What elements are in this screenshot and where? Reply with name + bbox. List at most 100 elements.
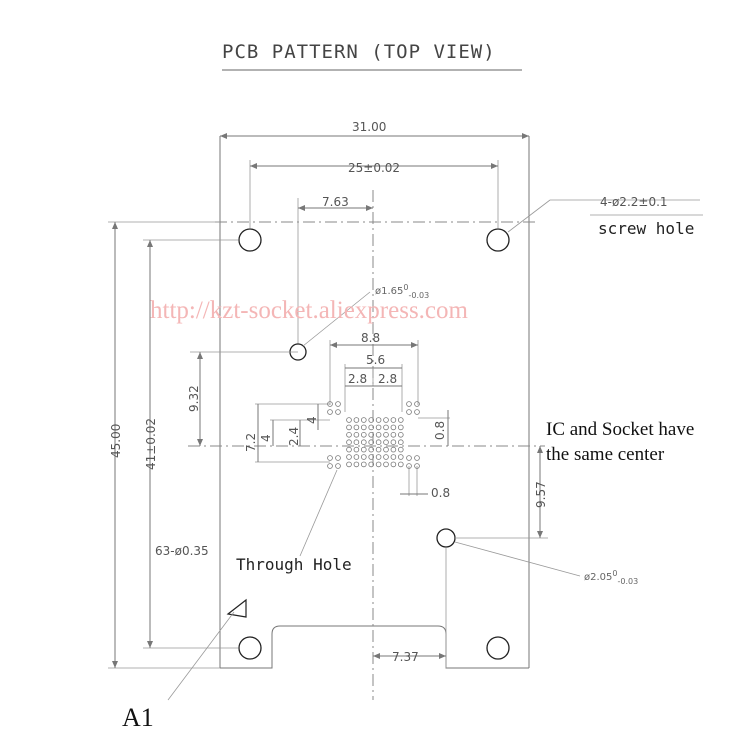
pad-corner xyxy=(327,463,333,469)
dim-pitch-right-label: 0.8 xyxy=(433,421,447,440)
dim-pad-inner-label: 4 xyxy=(259,434,273,442)
hole-bottom-spec-tol2: -0.03 xyxy=(617,577,638,586)
hole-bottom-spec: ø2.050-0.03 xyxy=(584,569,638,586)
pad-corner xyxy=(406,401,412,407)
pad-corner xyxy=(335,409,341,415)
dim-pad-height-label: 7.2 xyxy=(244,433,258,452)
pad-center xyxy=(390,454,397,460)
dim-screw-spacing-label: 25±0.02 xyxy=(348,161,400,175)
pad-center xyxy=(353,454,360,460)
pad-center xyxy=(368,431,375,438)
screw-spec-leader xyxy=(507,199,551,233)
dim-offset-top-label: 7.63 xyxy=(322,195,349,209)
pad-center xyxy=(346,439,352,446)
pad-center xyxy=(397,417,404,423)
pad-center xyxy=(390,417,397,423)
pad-center xyxy=(360,417,367,423)
pad-corner xyxy=(335,401,341,407)
board-outline xyxy=(219,136,530,669)
through-count-label: 63-ø0.35 xyxy=(155,544,209,558)
pad-center xyxy=(375,461,382,468)
pad-center xyxy=(383,461,389,468)
screw-hole-label: screw hole xyxy=(598,219,694,238)
pad-center xyxy=(360,461,367,468)
pad-center xyxy=(368,446,375,453)
pad-center xyxy=(360,424,367,431)
pad-center xyxy=(353,446,360,453)
ic-center-note-line2: the same center xyxy=(546,444,665,465)
pad-center xyxy=(375,424,382,431)
pad-center xyxy=(375,439,382,446)
pad-center xyxy=(353,417,360,423)
pad-corner xyxy=(406,409,412,415)
dim-right-offset-label: 9.57 xyxy=(534,481,548,508)
watermark-url: http://kzt-socket.aliexpress.com xyxy=(150,297,469,324)
ic-center-note-line1: IC and Socket have xyxy=(546,419,694,440)
through-hole-label: Through Hole xyxy=(236,555,352,574)
drawing-title: PCB PATTERN (TOP VIEW) xyxy=(222,41,496,63)
screw-spec-label: 4-ø2.2±0.1 xyxy=(600,195,668,209)
pad-corner xyxy=(414,409,420,415)
pad-center xyxy=(390,461,397,468)
pad-center xyxy=(346,446,352,453)
pad-center xyxy=(390,439,397,446)
pad-corner xyxy=(406,455,412,461)
pad-center xyxy=(353,431,360,438)
screw-hole-top-left xyxy=(238,228,262,252)
pad-center xyxy=(375,431,382,438)
pad-center xyxy=(375,417,382,423)
pad-center xyxy=(360,439,367,446)
pad-corner xyxy=(335,463,341,469)
pad-center xyxy=(383,417,389,423)
pad-center xyxy=(383,454,389,460)
pad-corner xyxy=(327,409,333,415)
pad-corner xyxy=(414,455,420,461)
hole-top-spec-base: ø1.65 xyxy=(375,286,403,297)
screw-hole-bottom-right xyxy=(486,636,510,660)
pad-center xyxy=(346,431,352,438)
hole-top-spec-tol2: -0.03 xyxy=(408,291,429,300)
dim-pitch-bottom-label: 0.8 xyxy=(431,486,450,500)
dim-width-total-label: 31.00 xyxy=(352,120,386,134)
dim-height-total-label: 45.00 xyxy=(109,424,123,458)
dim-inner-width-label: 5.6 xyxy=(366,353,385,367)
pad-center xyxy=(397,431,404,438)
pad-center xyxy=(368,461,375,468)
pad-center xyxy=(353,461,360,468)
screw-hole-bottom-left xyxy=(238,636,262,660)
pad-center xyxy=(383,446,389,453)
hole-top-spec: ø1.650-0.03 xyxy=(375,283,429,300)
dim-bottom-offset-label: 7.37 xyxy=(392,650,419,664)
locating-hole-bottom xyxy=(436,528,456,548)
pad-center xyxy=(346,417,352,423)
pad-center xyxy=(397,461,404,468)
dim-hole-spacing-label: 41±0.02 xyxy=(144,418,158,470)
pad-center xyxy=(390,446,397,453)
pad-center xyxy=(397,439,404,446)
pad-center xyxy=(397,454,404,460)
screw-hole-top-right xyxy=(486,228,510,252)
pad-corner xyxy=(414,463,420,469)
pad-center xyxy=(368,424,375,431)
pad-center xyxy=(360,431,367,438)
pad-center xyxy=(390,424,397,431)
pad-corner xyxy=(414,401,420,407)
hole-bottom-spec-tol: 0 xyxy=(612,569,617,578)
dim-array-width-label: 8.8 xyxy=(361,331,380,345)
pad-center xyxy=(390,431,397,438)
pad-center xyxy=(353,439,360,446)
hole-bottom-spec-base: ø2.05 xyxy=(584,572,612,583)
pad-center xyxy=(375,446,382,453)
a1-leader xyxy=(167,611,235,701)
dim-pad-inner2-label: 4 xyxy=(305,416,319,424)
pad-center xyxy=(368,439,375,446)
pad-center xyxy=(397,446,404,453)
pad-center xyxy=(368,417,375,423)
a1-triangle-marker xyxy=(226,598,247,618)
pad-center xyxy=(360,454,367,460)
pad-center xyxy=(383,431,389,438)
dim-vert-offset-label: 9.32 xyxy=(187,385,201,412)
pad-center xyxy=(375,454,382,460)
pad-center xyxy=(353,424,360,431)
pad-center xyxy=(346,461,352,468)
